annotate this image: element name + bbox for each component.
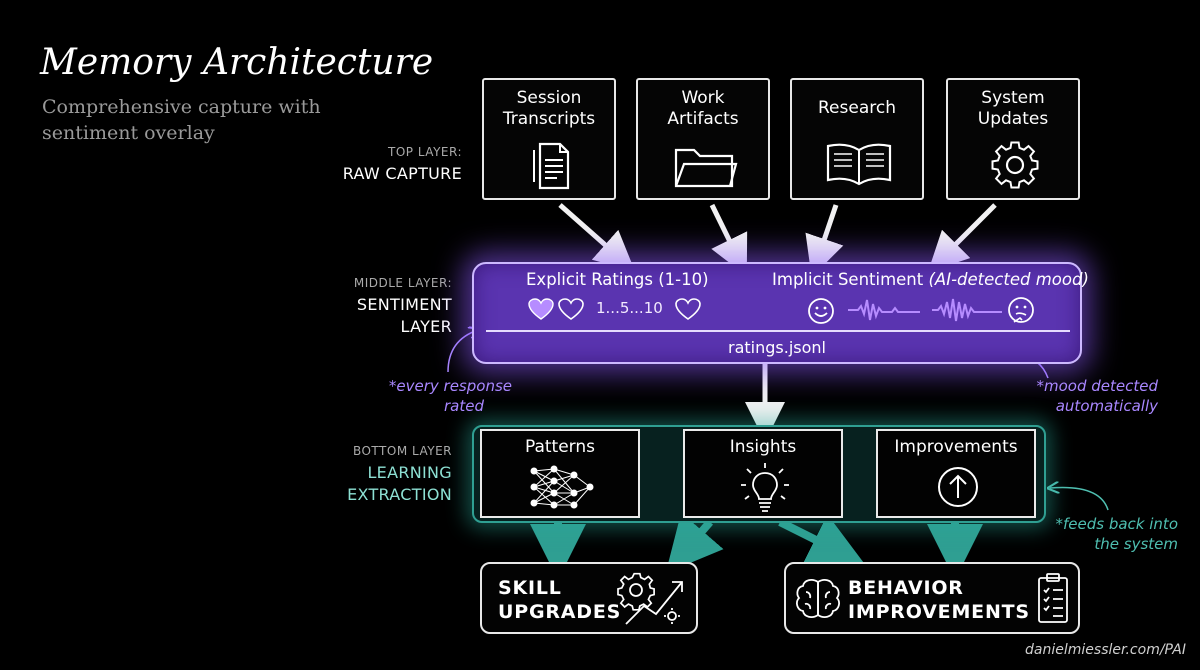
up-arrow-icon	[938, 467, 978, 507]
arrow-insights-to-behavior	[778, 514, 866, 565]
rating-scale: 1...5...10	[596, 299, 663, 317]
arrow-research-to-sentiment	[805, 204, 844, 277]
capture-box-line2: Transcripts	[502, 109, 596, 129]
gear-trend-icon	[617, 572, 683, 625]
top-layer-label: TOP LAYER: RAW CAPTURE	[292, 141, 462, 185]
page-title: Memory Architecture	[40, 42, 434, 83]
output-line1: BEHAVIOR	[848, 577, 964, 599]
note-feedback-line1: *feeds back into	[1055, 515, 1179, 533]
note-feeds-back: *feeds back into the system	[1050, 514, 1179, 554]
implicit-heading-main: Implicit Sentiment	[772, 270, 924, 289]
ratings-file-label: ratings.jsonl	[728, 338, 826, 357]
waveform-icon	[848, 299, 920, 321]
output-line1: SKILL	[498, 577, 562, 599]
note-feedback-curve	[1050, 487, 1109, 511]
neural-network-icon	[530, 465, 594, 509]
capture-box-line1: Session	[516, 88, 582, 108]
middle-layer-big2: LAYER	[400, 317, 452, 336]
outline-heart-icon	[675, 298, 701, 320]
bottom-layer-small: BOTTOM LAYER	[352, 444, 452, 458]
extraction-box-label: Insights	[729, 437, 797, 457]
credit-link[interactable]: danielmiessler.com/PAI	[1025, 642, 1186, 658]
extraction-box-label: Patterns	[524, 437, 596, 457]
output-line2: IMPROVEMENTS	[848, 601, 1030, 623]
note-left-line2: rated	[444, 397, 484, 415]
thinking-face-icon	[1008, 297, 1034, 323]
arrow-insights-to-skill	[665, 512, 724, 574]
bottom-layer-label: BOTTOM LAYER LEARNING EXTRACTION	[282, 440, 452, 506]
capture-box-research: Research	[790, 78, 924, 200]
note-right-line2: automatically	[1055, 397, 1158, 415]
output-line2: UPGRADES	[498, 601, 622, 623]
smiley-icon	[808, 298, 834, 324]
page-subtitle: Comprehensive capture with sentiment ove…	[42, 96, 321, 144]
capture-box-line1: Work	[681, 88, 725, 108]
note-every-response: *every response rated	[384, 376, 512, 416]
book-icon	[826, 143, 892, 186]
extraction-box-patterns: Patterns	[480, 429, 640, 518]
document-icon	[533, 142, 570, 190]
checklist-icon	[1038, 573, 1068, 623]
arrow-artifacts-to-sentiment	[709, 203, 748, 276]
capture-box-session-transcripts: Session Transcripts	[482, 78, 616, 200]
capture-box-line1: Research	[818, 98, 896, 118]
waveform-icon	[932, 298, 1002, 322]
gear-icon	[991, 141, 1039, 189]
sentiment-divider	[486, 330, 1070, 332]
extraction-box-label: Improvements	[894, 437, 1018, 457]
middle-layer-small: MIDDLE LAYER:	[353, 276, 452, 290]
capture-box-work-artifacts: Work Artifacts	[636, 78, 770, 200]
lightbulb-icon	[741, 463, 789, 512]
bottom-layer-big1: LEARNING	[367, 463, 452, 482]
arrow-updates-to-sentiment	[927, 203, 997, 273]
output-behavior-improvements: BEHAVIOR IMPROVEMENTS	[784, 562, 1080, 634]
middle-layer-label: MIDDLE LAYER: SENTIMENT LAYER	[282, 272, 452, 338]
top-layer-small: TOP LAYER:	[388, 145, 462, 159]
middle-layer-big1: SENTIMENT	[356, 295, 452, 314]
explicit-ratings-heading: Explicit Ratings (1-10)	[526, 270, 709, 289]
heart-icons	[528, 298, 584, 320]
bottom-layer-big2: EXTRACTION	[347, 485, 452, 504]
note-mood-detected: *mood detected automatically	[1030, 376, 1159, 416]
note-left-line1: *every response	[388, 377, 512, 395]
note-right-line1: *mood detected	[1036, 377, 1159, 395]
extraction-box-improvements: Improvements	[876, 429, 1036, 518]
implicit-sentiment-heading: Implicit Sentiment (AI-detected mood)	[772, 270, 1089, 289]
top-layer-big: RAW CAPTURE	[342, 164, 462, 183]
arrow-transcripts-to-sentiment	[558, 203, 635, 272]
outline-heart-icon	[558, 298, 584, 320]
extraction-box-insights: Insights	[683, 429, 843, 518]
capture-box-line2: Updates	[977, 109, 1049, 129]
capture-box-line2: Artifacts	[667, 109, 739, 129]
filled-heart-icon	[528, 298, 554, 320]
output-skill-upgrades: SKILL UPGRADES	[480, 562, 698, 634]
capture-box-system-updates: System Updates	[946, 78, 1080, 200]
capture-box-line1: System	[981, 88, 1045, 108]
folder-icon	[674, 148, 738, 188]
note-feedback-line2: the system	[1094, 535, 1178, 553]
implicit-heading-italic: (AI-detected mood)	[928, 270, 1089, 289]
brain-icon	[796, 579, 840, 618]
